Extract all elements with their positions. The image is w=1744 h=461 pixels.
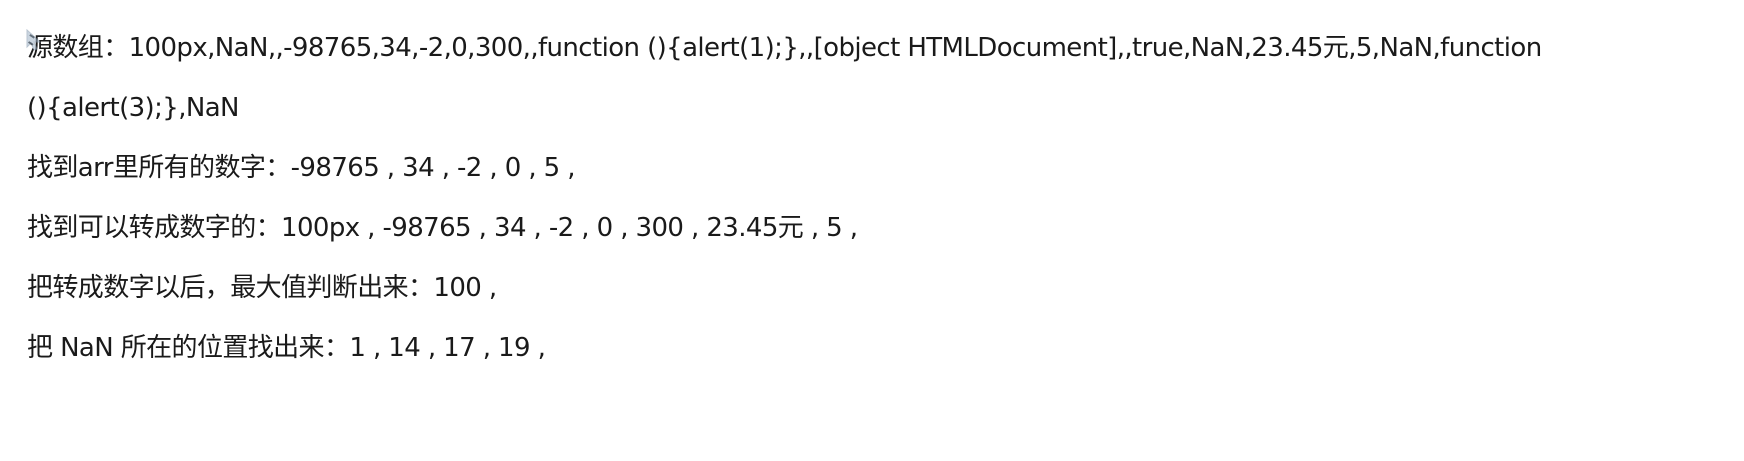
convertible-numbers-line: 找到可以转成数字的：100px , -98765 , 34 , -2 , 0 ,… bbox=[27, 213, 858, 243]
nan-positions-line: 把 NaN 所在的位置找出来：1 , 14 , 17 , 19 , bbox=[27, 333, 546, 363]
mouse-pointer-icon bbox=[26, 29, 42, 51]
max-value-line: 把转成数字以后，最大值判断出来：100 , bbox=[27, 273, 497, 303]
source-array-line-2: (){alert(3);},NaN bbox=[27, 93, 240, 123]
output-content: 源数组：100px,NaN,,-98765,34,-2,0,300,,funct… bbox=[27, 18, 1727, 378]
source-array-line-1: 源数组：100px,NaN,,-98765,34,-2,0,300,,funct… bbox=[27, 33, 1542, 63]
all-numbers-line: 找到arr里所有的数字：-98765 , 34 , -2 , 0 , 5 , bbox=[27, 153, 576, 183]
